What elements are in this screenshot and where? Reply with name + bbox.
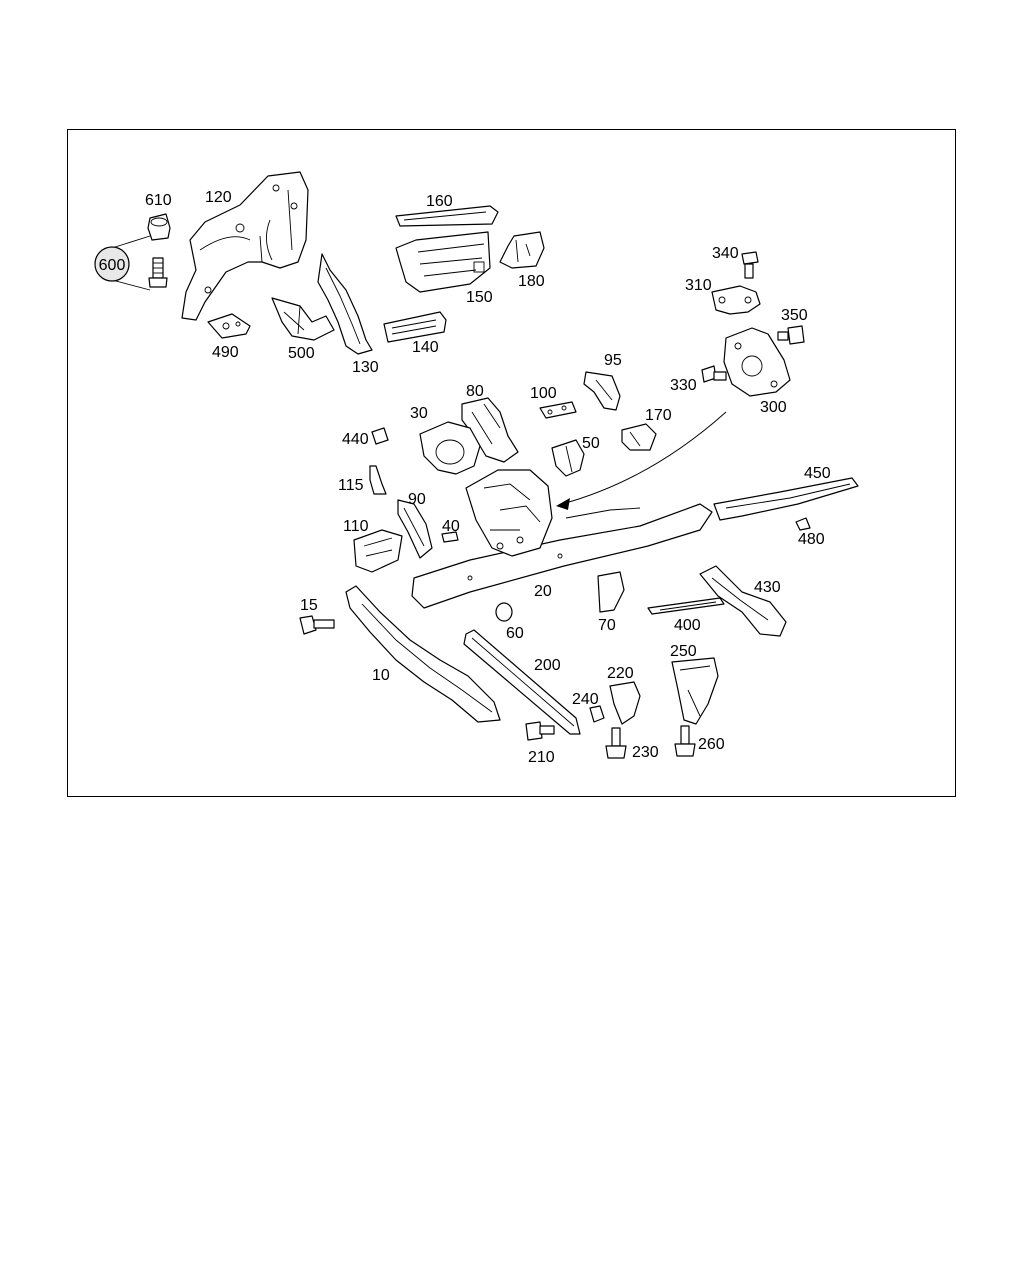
- part-220-bracket[interactable]: [609, 681, 641, 725]
- label-480: 480: [798, 531, 825, 548]
- nut-610[interactable]: [147, 213, 171, 241]
- part-160-strip[interactable]: [395, 205, 499, 227]
- label-400: 400: [674, 617, 701, 634]
- part-430-crossmember[interactable]: [699, 565, 787, 637]
- label-440: 440: [342, 431, 369, 448]
- part-50-channel[interactable]: [551, 439, 585, 477]
- part-120-wheelhouse-panel[interactable]: [181, 171, 309, 321]
- label-110: 110: [343, 518, 369, 535]
- label-310: 310: [685, 277, 712, 294]
- label-350: 350: [781, 307, 808, 324]
- label-90: 90: [408, 491, 426, 508]
- label-500: 500: [288, 345, 315, 362]
- part-300-engine-mount[interactable]: [723, 327, 791, 397]
- label-230: 230: [632, 744, 659, 761]
- label-610: 610: [145, 192, 172, 209]
- part-70-bracket[interactable]: [597, 571, 625, 613]
- label-200: 200: [534, 657, 561, 674]
- part-500-bracket[interactable]: [271, 297, 335, 341]
- part-115-bracket[interactable]: [369, 465, 387, 495]
- part-95-bracket[interactable]: [583, 371, 621, 411]
- part-490-plate[interactable]: [207, 313, 251, 339]
- label-330: 330: [670, 377, 697, 394]
- label-80: 80: [466, 383, 484, 400]
- label-250: 250: [670, 643, 697, 660]
- part-310-bracket[interactable]: [711, 285, 761, 315]
- label-150: 150: [466, 289, 493, 306]
- part-340-bolt[interactable]: [741, 251, 759, 279]
- label-340: 340: [712, 245, 739, 262]
- label-10: 10: [372, 667, 390, 684]
- label-240: 240: [572, 691, 599, 708]
- part-480-clip[interactable]: [795, 517, 811, 531]
- part-170-bracket[interactable]: [621, 423, 657, 451]
- label-120: 120: [205, 189, 232, 206]
- part-260-bolt[interactable]: [674, 725, 696, 757]
- part-350-bolt[interactable]: [777, 325, 805, 345]
- part-230-bolt[interactable]: [605, 727, 627, 759]
- fastener-group-600: 600: [94, 213, 171, 291]
- label-95: 95: [604, 352, 622, 369]
- part-30-wheel-arch[interactable]: [419, 421, 481, 475]
- arrow-head: [556, 498, 570, 510]
- part-450-rail[interactable]: [713, 477, 859, 521]
- part-250-bracket[interactable]: [671, 657, 719, 725]
- part-100-plate[interactable]: [539, 401, 577, 419]
- label-160: 160: [426, 193, 453, 210]
- part-150-cowl-panel[interactable]: [395, 231, 491, 293]
- part-200-bar[interactable]: [463, 629, 581, 735]
- part-240-nut[interactable]: [589, 705, 605, 723]
- label-180: 180: [518, 273, 545, 290]
- label-430: 430: [754, 579, 781, 596]
- part-210-bolt[interactable]: [525, 721, 555, 741]
- part-130-pillar-strip[interactable]: [317, 253, 373, 355]
- label-490: 490: [212, 344, 239, 361]
- label-60: 60: [506, 625, 524, 642]
- label-100: 100: [530, 385, 557, 402]
- label-450: 450: [804, 465, 831, 482]
- label-115: 115: [338, 477, 364, 494]
- label-50: 50: [582, 435, 600, 452]
- bolt-600[interactable]: [148, 257, 168, 288]
- label-600: 600: [99, 257, 126, 274]
- assembly-arrow: [561, 411, 727, 505]
- part-90-panel[interactable]: [397, 499, 433, 559]
- part-330-bolt[interactable]: [701, 365, 727, 383]
- label-130: 130: [352, 359, 379, 376]
- label-210: 210: [528, 749, 555, 766]
- part-400-strip[interactable]: [647, 597, 725, 615]
- label-260: 260: [698, 736, 725, 753]
- label-140: 140: [412, 339, 439, 356]
- part-60-plug[interactable]: [495, 602, 513, 622]
- label-40: 40: [442, 518, 460, 535]
- label-70: 70: [598, 617, 616, 634]
- part-440-clip[interactable]: [371, 427, 389, 445]
- part-15-bolt[interactable]: [299, 615, 335, 635]
- callout-circle-600[interactable]: [94, 246, 130, 282]
- part-140-reinforcement[interactable]: [383, 311, 447, 343]
- part-110-bracket[interactable]: [353, 529, 403, 573]
- part-40-tab[interactable]: [441, 531, 459, 543]
- label-300: 300: [760, 399, 787, 416]
- label-15: 15: [300, 597, 318, 614]
- part-20-frame-rail[interactable]: [411, 469, 713, 609]
- label-20: 20: [534, 583, 552, 600]
- part-10-bumper-beam[interactable]: [345, 585, 501, 723]
- label-170: 170: [645, 407, 672, 424]
- label-220: 220: [607, 665, 634, 682]
- part-180-bracket[interactable]: [499, 231, 545, 269]
- label-30: 30: [410, 405, 428, 422]
